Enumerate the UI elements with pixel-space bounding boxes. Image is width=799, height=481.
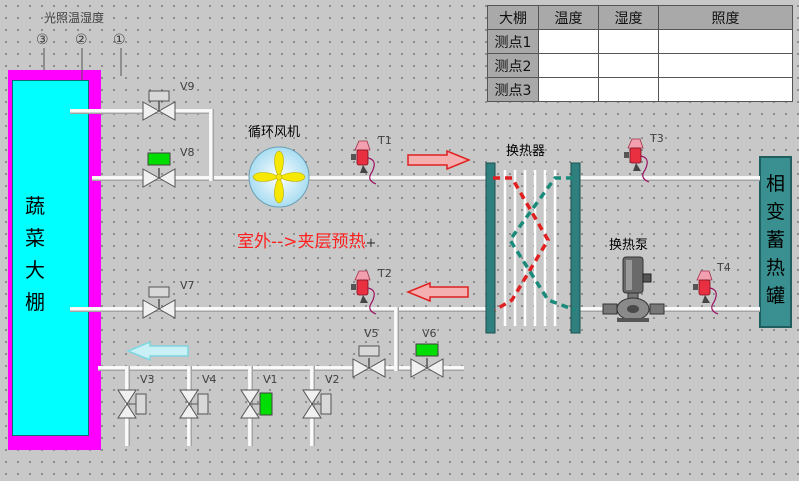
sensor-t3-icon[interactable] xyxy=(623,138,650,183)
sensor-t2-label: T2 xyxy=(378,267,392,280)
temp-cell xyxy=(538,77,599,102)
valve-v2-label: V2 xyxy=(325,373,340,386)
row-label: 测点3 xyxy=(487,77,539,102)
table-row: 测点3 xyxy=(487,77,793,102)
valve-v3-label: V3 xyxy=(140,373,155,386)
flow-arrow-left-icon xyxy=(406,281,469,303)
greenhouse[interactable] xyxy=(12,80,89,436)
light-cell xyxy=(658,29,793,54)
mode-status-text: 室外-->夹层预热+ xyxy=(237,232,377,252)
valve-v9-label: V9 xyxy=(180,80,195,93)
sensor-data-table: 大棚 温度 湿度 照度 测点1 测点2 测点3 xyxy=(487,5,793,102)
valve-v8-label: V8 xyxy=(180,146,195,159)
phase-change-tank[interactable] xyxy=(759,156,792,328)
humidity-cell xyxy=(598,53,659,78)
table-header: 大棚 xyxy=(487,5,539,30)
table-row: 测点2 xyxy=(487,53,793,78)
heat-pump-label: 换热泵 xyxy=(609,238,649,253)
greenhouse-label: 蔬菜大棚 xyxy=(25,194,45,314)
fan-icon[interactable] xyxy=(248,146,310,208)
sensor-marker-2: ② xyxy=(75,32,88,48)
sensor-marker-3: ③ xyxy=(36,32,49,48)
valve-v6-label: V6 xyxy=(422,327,437,340)
humidity-cell xyxy=(598,29,659,54)
heat-exchanger[interactable] xyxy=(485,162,581,334)
valve-v4-label: V4 xyxy=(202,373,217,386)
valve-v4[interactable] xyxy=(179,389,209,419)
valve-v2[interactable] xyxy=(302,389,332,419)
humidity-cell xyxy=(598,77,659,102)
row-label: 测点2 xyxy=(487,53,539,78)
valve-v7-label: V7 xyxy=(180,279,195,292)
cursor-plus: + xyxy=(365,236,377,251)
sensor-t4-label: T4 xyxy=(717,261,731,274)
temp-cell xyxy=(538,29,599,54)
valve-v3[interactable] xyxy=(117,389,147,419)
valve-v8[interactable] xyxy=(142,152,176,188)
fan-label: 循环风机 xyxy=(248,125,301,140)
valve-v9[interactable] xyxy=(142,90,176,121)
light-cell xyxy=(658,77,793,102)
table-header: 温度 xyxy=(538,5,599,30)
return-arrow-left-icon xyxy=(126,340,189,362)
valve-v5[interactable] xyxy=(352,345,386,378)
row-label: 测点1 xyxy=(487,29,539,54)
temp-cell xyxy=(538,53,599,78)
tank-label: 相变蓄热罐 xyxy=(765,173,785,307)
heat-exchanger-label: 换热器 xyxy=(506,144,546,159)
sensor-t1-label: T1 xyxy=(378,134,392,147)
valve-v1-label: V1 xyxy=(263,373,278,386)
heat-pump-icon[interactable] xyxy=(602,256,665,322)
table-header: 湿度 xyxy=(598,5,659,30)
valve-v7[interactable] xyxy=(142,286,176,319)
flow-arrow-right-icon xyxy=(407,149,471,171)
sensor-marker-1: ① xyxy=(113,32,126,48)
valve-v5-label: V5 xyxy=(364,327,379,340)
valve-v6[interactable] xyxy=(410,343,444,378)
light-temp-humidity-label: 光照温湿度 xyxy=(44,11,105,25)
light-cell xyxy=(658,53,793,78)
valve-v1[interactable] xyxy=(240,389,273,419)
sensor-t3-label: T3 xyxy=(650,132,664,145)
table-row: 测点1 xyxy=(487,29,793,54)
